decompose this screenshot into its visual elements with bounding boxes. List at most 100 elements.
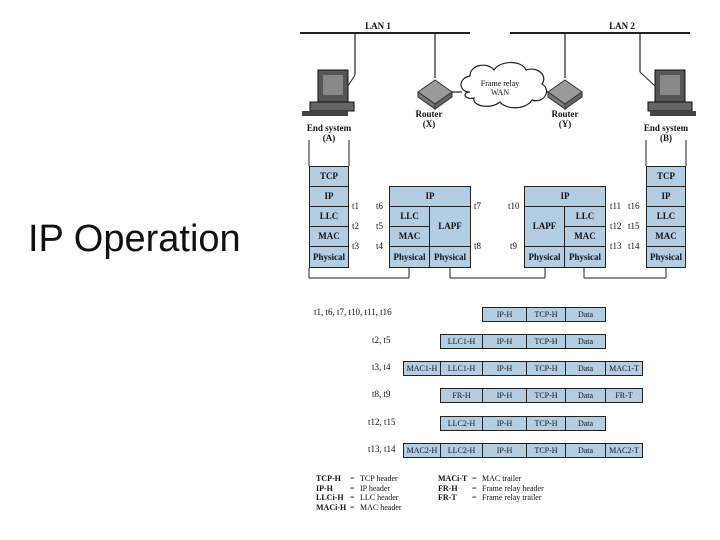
frame-cell-data: Data xyxy=(565,334,606,349)
router-x-llc: LLC xyxy=(389,206,430,227)
legend-value: LLC header xyxy=(360,493,399,502)
end-system-b-label-2: (B) xyxy=(660,133,672,143)
slide-title: IP Operation xyxy=(28,218,241,260)
router-y-label-2: (Y) xyxy=(558,119,572,129)
end-system-a-label-2: (A) xyxy=(322,133,336,143)
legend-key: FR-T xyxy=(438,493,457,502)
router-y-llc: LLC xyxy=(564,206,606,227)
time-label: t1 xyxy=(352,201,360,211)
router-x-icon xyxy=(417,79,453,110)
time-label: t7 xyxy=(474,201,482,211)
router-x-lapf: LAPF xyxy=(429,206,471,247)
frame-cell-ip-h: IP-H xyxy=(482,388,527,403)
frame-row-times: t3, t4 xyxy=(372,362,391,372)
frame-row-times: t12, t15 xyxy=(368,417,396,427)
legend-left: TCP-H=TCP header IP-H=IP header LLCi-H=L… xyxy=(316,474,402,512)
legend-key: LLCi-H xyxy=(316,493,344,502)
wan-label-1: Frame relay xyxy=(480,79,520,88)
legend-key: MACi-T xyxy=(438,474,468,483)
frame-cell-mac1-h: MAC1-H xyxy=(403,361,441,376)
frame-cell-data: Data xyxy=(565,307,606,322)
router-y-ip: IP xyxy=(524,186,606,207)
legend-eq: = xyxy=(472,474,477,483)
frame-cell-ip-h: IP-H xyxy=(482,334,527,349)
end-system-b-label-1: End system xyxy=(643,123,689,133)
end-system-a-label-1: End system xyxy=(306,123,352,133)
legend-value: MAC trailer xyxy=(482,474,522,483)
stack-a-tcp: TCP xyxy=(309,166,349,187)
frame-cell-tcp-h: TCP-H xyxy=(526,307,566,322)
router-y-label-1: Router xyxy=(551,109,579,119)
frame-cell-data: Data xyxy=(565,388,606,403)
wan-label-2: WAN xyxy=(490,88,510,97)
router-y-physical-2: Physical xyxy=(564,246,606,268)
router-y-icon xyxy=(547,79,583,110)
time-label: t4 xyxy=(376,241,384,251)
legend-eq: = xyxy=(350,483,355,493)
router-x-label-2: (X) xyxy=(422,119,436,129)
time-label: t3 xyxy=(352,241,360,251)
frame-cell-llc2-h: LLC2-H xyxy=(440,443,483,458)
legend-value: IP header xyxy=(360,483,391,493)
router-x-ip: IP xyxy=(389,186,471,207)
time-label: t13 xyxy=(610,241,622,251)
legend-key: MACi-H xyxy=(316,502,347,512)
frame-cell-tcp-h: TCP-H xyxy=(526,443,566,458)
time-label: t12 xyxy=(610,221,622,231)
frame-cell-tcp-h: TCP-H xyxy=(526,416,566,431)
frame-cell-llc2-h: LLC2-H xyxy=(440,416,483,431)
frame-cell-data: Data xyxy=(565,416,606,431)
frame-cell-tcp-h: TCP-H xyxy=(526,388,566,403)
legend-value: Frame relay trailer xyxy=(482,493,542,502)
legend-value: MAC header xyxy=(360,502,402,512)
time-label: t15 xyxy=(628,221,640,231)
stack-a-llc: LLC xyxy=(309,206,349,227)
legend-value: Frame relay header xyxy=(482,483,544,493)
stack-a-ip: IP xyxy=(309,186,349,207)
time-label: t11 xyxy=(610,201,622,211)
time-label: t14 xyxy=(628,241,640,251)
time-label: t10 xyxy=(508,201,520,211)
legend-eq: = xyxy=(350,493,355,502)
legend-eq: = xyxy=(472,493,477,502)
stack-b-physical: Physical xyxy=(646,246,686,268)
router-x-physical-1: Physical xyxy=(389,246,430,268)
frame-cell-mac2-h: MAC2-H xyxy=(403,443,441,458)
frame-cell-llc1-h: LLC1-H xyxy=(440,361,483,376)
frame-cell-ip-h: IP-H xyxy=(482,443,527,458)
router-x-mac: MAC xyxy=(389,226,430,247)
router-y-mac: MAC xyxy=(564,226,606,247)
frame-cell-tcp-h: TCP-H xyxy=(526,334,566,349)
legend-eq: = xyxy=(350,474,355,483)
stack-a-mac: MAC xyxy=(309,226,349,247)
time-label: t6 xyxy=(376,201,384,211)
time-label: t16 xyxy=(628,201,640,211)
time-label: t5 xyxy=(376,221,384,231)
frame-cell-mac2-t: MAC2-T xyxy=(605,443,643,458)
legend-eq: = xyxy=(472,483,477,493)
computer-a-icon xyxy=(302,69,356,116)
legend-key: TCP-H xyxy=(316,474,341,483)
time-label: t8 xyxy=(474,241,482,251)
legend-value: TCP header xyxy=(360,474,398,483)
stack-b-tcp: TCP xyxy=(646,166,686,187)
frame-row-times: t2, t5 xyxy=(372,335,391,345)
frame-cell-ip-h: IP-H xyxy=(482,416,527,431)
computer-b-icon xyxy=(639,69,696,116)
stack-b-ip: IP xyxy=(646,186,686,207)
stack-b-mac: MAC xyxy=(646,226,686,247)
stack-a-physical: Physical xyxy=(309,246,349,268)
frame-cell-data: Data xyxy=(565,443,606,458)
legend-right: MACi-T=MAC trailer FR-H=Frame relay head… xyxy=(438,474,544,503)
frame-cell-tcp-h: TCP-H xyxy=(526,361,566,376)
lan1-label: LAN 1 xyxy=(365,21,391,31)
frame-cell-fr-h: FR-H xyxy=(440,388,483,403)
stack-b-llc: LLC xyxy=(646,206,686,227)
router-x-physical-2: Physical xyxy=(429,246,471,268)
frame-row-times: t1, t6, t7, t10, t11, t16 xyxy=(314,307,392,317)
frame-cell-llc1-h: LLC1-H xyxy=(440,334,483,349)
router-y-lapf: LAPF xyxy=(524,206,565,247)
router-y-physical-1: Physical xyxy=(524,246,565,268)
frame-cell-ip-h: IP-H xyxy=(482,307,527,322)
